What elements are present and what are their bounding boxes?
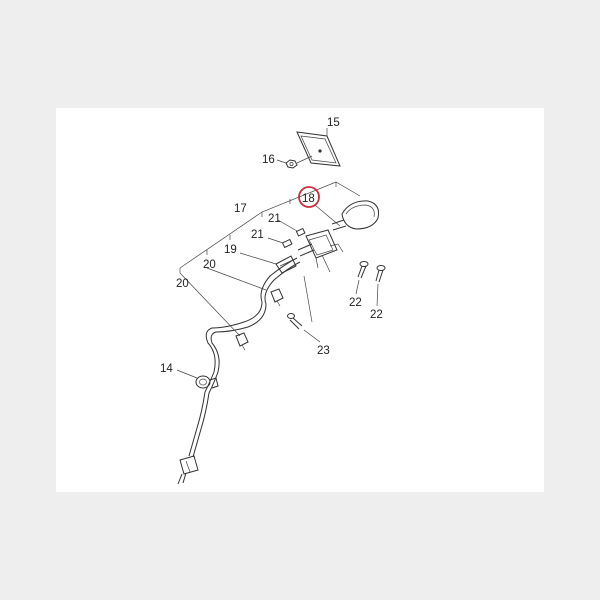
part-22-screw-a xyxy=(357,261,369,279)
leader-21b xyxy=(277,219,298,232)
callout-20-left: 20 xyxy=(176,278,189,290)
callout-21-right: 21 xyxy=(268,213,281,225)
socket-body xyxy=(297,229,344,273)
part-15-plate xyxy=(296,131,341,167)
part-22-screw-b xyxy=(375,265,386,283)
leader-22b xyxy=(376,283,379,307)
callout-15: 15 xyxy=(327,117,340,129)
part-18-lens xyxy=(331,200,379,231)
harness-clip-lower xyxy=(235,332,249,351)
callout-21-left: 21 xyxy=(251,229,264,241)
terminal-connector xyxy=(177,455,199,485)
callout-16: 16 xyxy=(262,154,275,166)
leader-22a xyxy=(355,279,360,295)
part-23-clamp xyxy=(287,275,313,330)
leader-19 xyxy=(239,252,277,265)
part-14-grommet xyxy=(195,375,219,389)
callout-23: 23 xyxy=(317,345,330,357)
leader-21a xyxy=(267,237,284,244)
callout-19: 19 xyxy=(224,244,237,256)
harness-clip-upper xyxy=(270,288,284,307)
leader-14 xyxy=(176,369,198,379)
wire-harness-20 xyxy=(179,257,301,458)
part-16-nut xyxy=(285,155,313,169)
part-21-bulb-a xyxy=(281,238,293,249)
part-21-bulb-b xyxy=(295,227,306,237)
highlight-ring-18 xyxy=(298,186,320,208)
part-19-connector xyxy=(275,255,297,274)
callout-14: 14 xyxy=(160,363,173,375)
callout-22-right: 22 xyxy=(370,309,383,321)
leader-16 xyxy=(276,159,287,164)
callout-18: 18 xyxy=(302,193,315,205)
leader-23 xyxy=(303,329,321,343)
callout-20-mid: 20 xyxy=(203,259,216,271)
leader-18 xyxy=(314,204,341,227)
diagram-paper xyxy=(56,108,544,492)
callout-22-left: 22 xyxy=(349,297,362,309)
callout-17: 17 xyxy=(234,203,247,215)
